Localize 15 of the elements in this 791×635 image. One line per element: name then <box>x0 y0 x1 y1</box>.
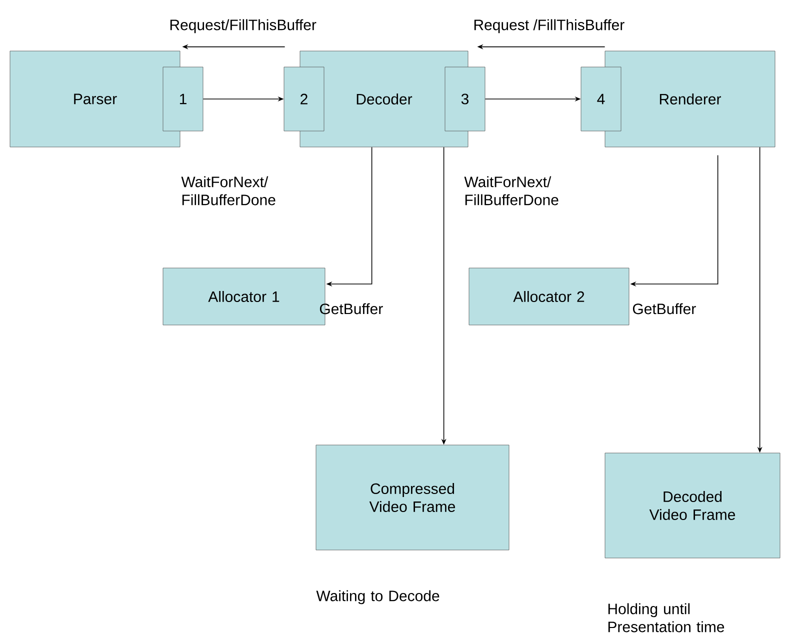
note-text: Holding until Presentation time <box>608 603 724 632</box>
process-box: Compressed Video Frame <box>316 444 510 550</box>
port-box: 2 <box>284 66 324 132</box>
edge-label: GetBuffer <box>632 303 696 314</box>
note-text: WaitForNext/ FillBufferDone <box>464 176 558 206</box>
edge-label: Request /FillThisBuffer <box>474 19 624 34</box>
note-text: WaitForNext/ FillBufferDone <box>181 176 276 206</box>
edge-label: GetBuffer <box>320 303 383 314</box>
port-box: 3 <box>444 66 486 132</box>
port-box: 1 <box>162 66 204 132</box>
edge-label: Request/FillThisBuffer <box>170 19 316 34</box>
port-box: 4 <box>580 66 622 132</box>
note-text: Waiting to Decode <box>316 590 440 604</box>
process-box: Allocator 2 <box>468 268 630 326</box>
process-box: Decoded Video Frame <box>604 452 780 558</box>
